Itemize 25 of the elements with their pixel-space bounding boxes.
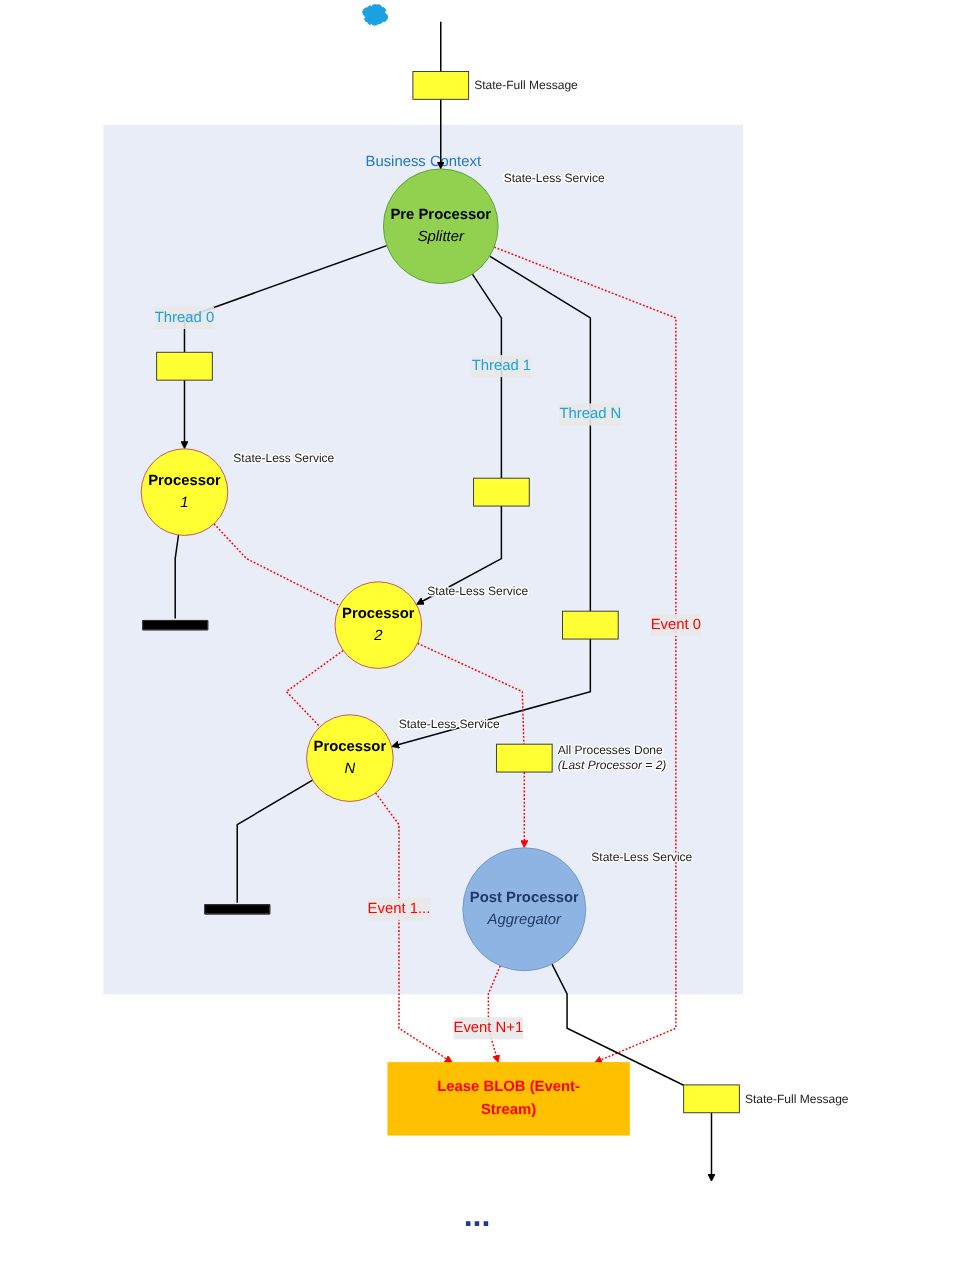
node-envelope <box>412 71 470 100</box>
connector <box>236 779 314 904</box>
connector <box>174 534 180 620</box>
connector <box>471 273 503 479</box>
arrow <box>493 246 677 1064</box>
arrow <box>391 638 592 749</box>
node-envelope <box>496 743 553 773</box>
arrow <box>520 771 529 849</box>
connector <box>440 20 442 73</box>
arrow <box>374 792 453 1063</box>
connector <box>551 963 685 1086</box>
arrow <box>416 505 503 605</box>
node-envelope <box>683 1084 740 1114</box>
node-cloud <box>362 4 389 26</box>
node-envelope <box>473 477 530 507</box>
connector <box>488 255 592 612</box>
ellipsis-text: ... <box>463 1200 491 1234</box>
arrow <box>707 1112 716 1182</box>
node-envelope <box>562 610 619 640</box>
connector <box>416 642 525 745</box>
arrow <box>436 98 445 170</box>
node-envelope <box>156 351 213 381</box>
arrow <box>180 379 189 450</box>
arrow <box>487 965 502 1063</box>
connector <box>213 523 341 607</box>
